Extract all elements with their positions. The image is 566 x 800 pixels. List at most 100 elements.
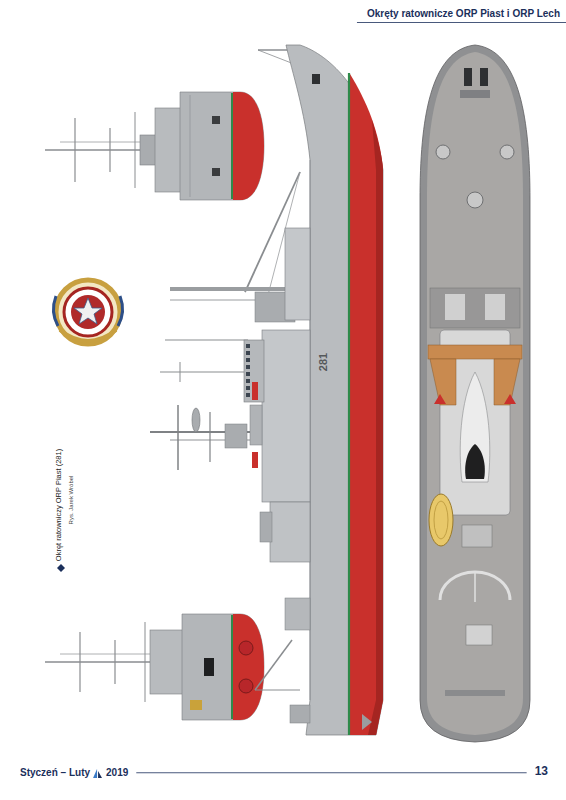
ship-emblem-part (71, 295, 105, 329)
stern-view-part (190, 700, 202, 710)
page-header: Okręty ratownicze ORP Piast i ORP Lech (367, 8, 560, 20)
ship-emblem-part (64, 288, 112, 336)
footer-logo (93, 769, 102, 778)
plan-view-part (429, 494, 453, 546)
stern-view-part (239, 641, 253, 655)
bridge-window (246, 358, 250, 362)
side-view-part (165, 339, 248, 340)
plan-view-part (460, 90, 490, 98)
stern-view-part (114, 640, 115, 684)
plan-view-part (462, 525, 492, 547)
bow-view-part (109, 128, 110, 172)
bow-view-part (180, 92, 264, 200)
stern-view-part (145, 622, 146, 702)
side-view-part (285, 228, 310, 320)
bridge-window (246, 344, 250, 348)
ship-emblem-part (60, 330, 116, 341)
plan-view-part (436, 145, 450, 159)
issue-year: 2019 (106, 767, 128, 779)
bow-view-part (190, 95, 191, 197)
side-view-part (262, 330, 310, 502)
ship-emblem (53, 280, 122, 344)
bow-view-part (212, 116, 220, 124)
plan-view-part (460, 372, 490, 482)
plan-view-part (430, 359, 456, 405)
issue-months: Styczeń – Luty (20, 767, 90, 779)
side-view-part (177, 405, 179, 470)
bridge-window (246, 372, 250, 376)
ship-emblem-part (53, 296, 58, 326)
plan-view-part (480, 68, 488, 86)
side-view (150, 45, 383, 735)
plan-view-part (420, 45, 530, 742)
stern-view-part (79, 632, 80, 692)
side-view-part (270, 502, 310, 562)
plan-view (420, 45, 530, 742)
plan-view-part (485, 294, 505, 320)
caption-bullet (57, 564, 65, 572)
plan-view-part (427, 52, 523, 735)
illustration-credit: Rys. Jarek Wróbel (68, 476, 75, 525)
bow-view-part (231, 93, 233, 199)
stern-view (45, 614, 264, 720)
bridge-window (246, 393, 250, 397)
footer-rule (136, 772, 526, 773)
side-view-part (290, 705, 310, 723)
bridge-window (246, 344, 250, 397)
ship-emblem-part (56, 280, 120, 344)
bridge-window (246, 386, 250, 390)
stern-view-part (231, 615, 233, 719)
stern-view-part (239, 679, 253, 693)
bridge-window (246, 379, 250, 383)
side-view-part (252, 382, 258, 400)
bow-view-part (233, 92, 264, 200)
plan-view-part (494, 359, 520, 405)
side-view-part (350, 74, 383, 735)
side-view-part (170, 287, 302, 291)
side-view-part (170, 440, 262, 441)
bridge-window (246, 365, 250, 369)
plan-view-part (430, 288, 520, 328)
stern-view-part (150, 630, 186, 694)
ship-emblem-part (118, 296, 123, 326)
side-view-part (362, 714, 372, 730)
plan-view-part (474, 572, 476, 602)
page-number: 13 (535, 765, 548, 779)
hull-number: 281 (317, 351, 330, 373)
ship-emblem-part (74, 298, 102, 324)
stern-view-part (204, 658, 214, 676)
stern-view-part (233, 614, 264, 720)
plan-view-part (467, 192, 483, 208)
bow-view (45, 92, 264, 200)
header-rule (357, 22, 566, 23)
side-view-part (180, 362, 181, 382)
side-view-part (209, 412, 210, 462)
side-view-part (244, 340, 264, 402)
plan-view-part (445, 294, 465, 320)
bow-view-part (135, 112, 136, 188)
side-view-part (285, 598, 310, 630)
side-view-part (260, 512, 272, 542)
stern-view-part (182, 614, 264, 720)
side-view-part (250, 405, 262, 445)
side-view-part (312, 74, 320, 84)
plan-view-part (504, 394, 516, 404)
plan-view-part (500, 145, 514, 159)
plan-view-part (465, 444, 485, 479)
plan-view-part (434, 394, 446, 404)
bow-view-part (74, 118, 75, 182)
side-view-part (225, 424, 247, 448)
side-view-part (252, 452, 258, 468)
plan-view-part (445, 690, 505, 696)
side-view-part (160, 371, 248, 372)
bridge-window (246, 351, 250, 355)
figure-caption: Okręt ratowniczy ORP Piast (281) (55, 449, 64, 561)
footer-logo-part (93, 769, 97, 778)
plan-view-part (434, 501, 448, 539)
side-view-part (255, 640, 292, 690)
side-view-part (348, 73, 350, 735)
side-view-part (368, 120, 383, 735)
side-view-part (192, 408, 200, 432)
plan-view-part (428, 345, 522, 359)
